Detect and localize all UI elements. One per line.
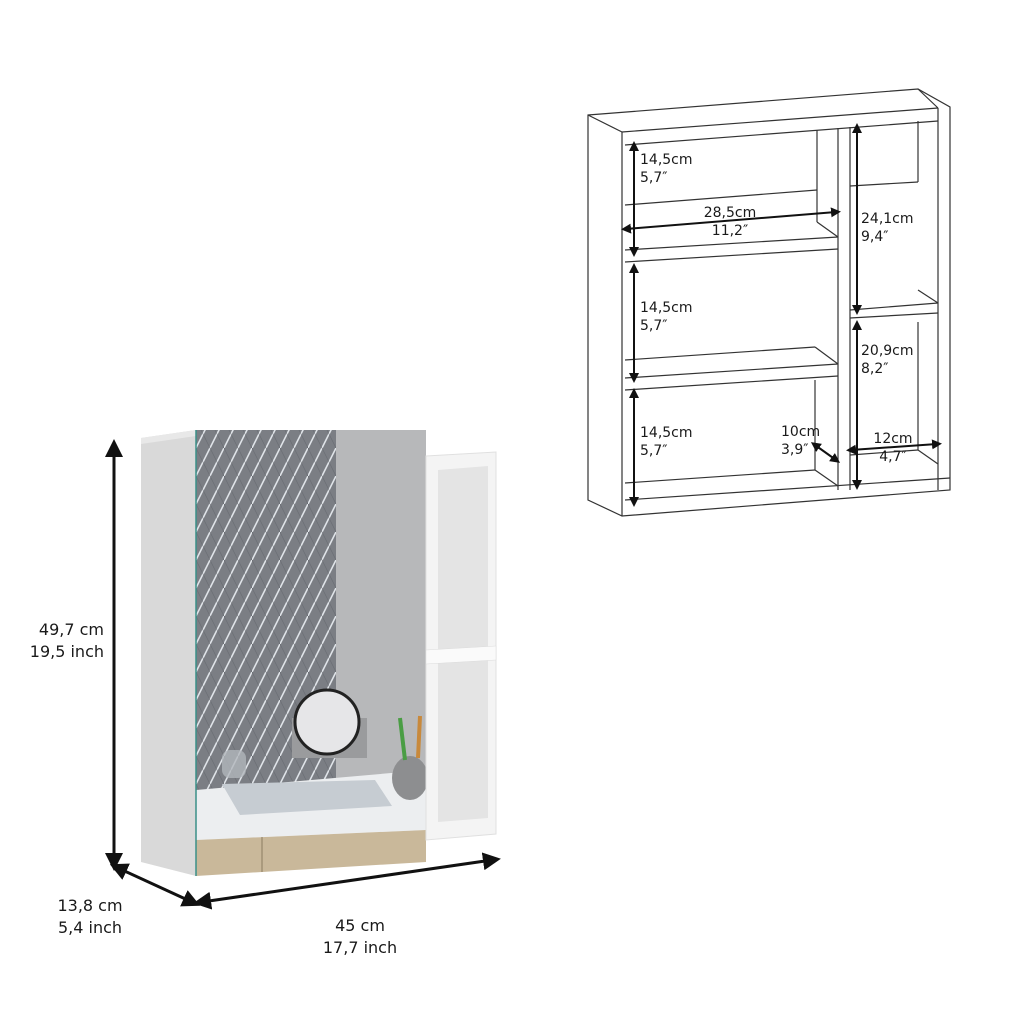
top-shelf-height-inch: 5,7″ (640, 170, 668, 186)
bottom-shelf-height-cm: 14,5cm (640, 425, 693, 441)
bottom-shelf-height-label: 14,5cm 5,7″ (640, 424, 693, 460)
dimension-arrows (621, 123, 942, 507)
right-lower-height-inch: 8,2″ (861, 361, 889, 377)
depth-cm: 13,8 cm (57, 896, 123, 915)
middle-shelf-height-inch: 5,7″ (640, 318, 668, 334)
right-lower-height-label: 20,9cm 8,2″ (861, 342, 914, 378)
cabinet-outline (587, 88, 951, 517)
top-shelf-height-cm: 14,5cm (640, 152, 693, 168)
right-width-inch: 4,7″ (879, 449, 907, 465)
inner-width-label: 28,5cm 11,2″ (700, 204, 760, 240)
inner-depth-inch: 3,9″ (781, 442, 809, 458)
width-arrow (193, 852, 501, 910)
right-width-label: 12cm 4,7″ (868, 430, 918, 466)
open-shelf-unit (425, 451, 497, 841)
depth-arrow (109, 863, 201, 907)
middle-shelf-height-label: 14,5cm 5,7″ (640, 299, 693, 335)
height-label: 49,7 cm 19,5 inch (22, 619, 104, 663)
right-width-cm: 12cm (873, 431, 913, 447)
mirror-door (195, 430, 428, 876)
width-inch: 17,7 inch (322, 938, 398, 957)
right-upper-height-inch: 9,4″ (861, 229, 889, 245)
right-upper-height-label: 24,1cm 9,4″ (861, 210, 914, 246)
width-label: 45 cm 17,7 inch (300, 915, 420, 959)
cabinet-side-panel (141, 430, 196, 876)
right-lower-height-cm: 20,9cm (861, 343, 914, 359)
height-inch: 19,5 inch (29, 642, 104, 661)
inner-width-inch: 11,2″ (711, 223, 749, 239)
middle-shelf-height-cm: 14,5cm (640, 300, 693, 316)
depth-inch: 5,4 inch (57, 918, 123, 937)
depth-label: 13,8 cm 5,4 inch (40, 895, 140, 939)
inner-depth-label: 10cm 3,9″ (781, 423, 820, 459)
width-cm: 45 cm (335, 916, 385, 935)
bottom-shelf-height-inch: 5,7″ (640, 443, 668, 459)
height-cm: 49,7 cm (38, 620, 104, 639)
top-shelf-height-label: 14,5cm 5,7″ (640, 151, 693, 187)
inner-depth-cm: 10cm (781, 424, 821, 440)
inner-width-cm: 28,5cm (703, 205, 757, 221)
right-upper-height-cm: 24,1cm (861, 211, 914, 227)
